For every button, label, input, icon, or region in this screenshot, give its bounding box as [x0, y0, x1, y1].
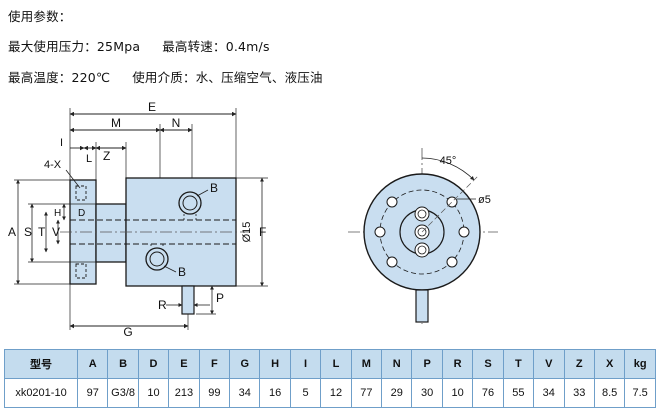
col-header: V: [533, 349, 565, 379]
dim-M-label: M: [111, 116, 121, 130]
params-heading: 使用参数：: [8, 9, 72, 24]
table-cell: 10: [441, 378, 474, 408]
dim-T-label: T: [38, 225, 46, 239]
neck: [95, 203, 127, 263]
table-cell: G3/8: [107, 378, 139, 408]
table-cell: 34: [533, 378, 565, 408]
hole-d5-label: ø5: [478, 194, 491, 206]
col-header: B: [107, 349, 139, 379]
table-cell: 76: [472, 378, 504, 408]
col-header: A: [76, 349, 109, 379]
table-row: xk0201-10 97 G3/8 10 213 99 34 16 5 12 7…: [4, 378, 656, 408]
dim-S-label: S: [24, 225, 32, 239]
table-cell: 34: [229, 378, 261, 408]
col-header: Z: [563, 349, 595, 379]
table-cell: 12: [320, 378, 352, 408]
dim-L-label: L: [86, 153, 92, 165]
port-top-inner: [182, 195, 198, 211]
port-B-bottom-label: B: [178, 265, 186, 279]
bolt-hole: [458, 226, 470, 238]
dim-F-label: F: [259, 225, 266, 239]
side-view: E M N I L Z 4-X H D A S: [8, 100, 268, 339]
media-text: 使用介质：水、压缩空气、液压油: [132, 70, 323, 85]
bolt-hole-top: [75, 185, 87, 201]
col-header: D: [137, 349, 170, 379]
table-header-row: 型号 A B D E F G H I L M N P R S T V Z X k…: [4, 349, 656, 379]
col-header: H: [259, 349, 291, 379]
angle-45-label: 45°: [440, 155, 457, 167]
table-cell: 30: [411, 378, 443, 408]
port-lower: [414, 242, 430, 258]
col-header: P: [411, 349, 443, 379]
col-header: I: [289, 349, 322, 379]
col-header: S: [472, 349, 504, 379]
max-temp-text: 最高温度：220℃: [8, 70, 111, 85]
dim-Z-label: Z: [103, 149, 110, 163]
col-header: E: [168, 349, 200, 379]
table-cell: 77: [350, 378, 383, 408]
table-cell: 99: [198, 378, 231, 408]
bottom-pipe: [181, 285, 195, 315]
params-row-1: 最大使用压力：25Mpa 最高转速：0.4m/s: [8, 36, 270, 55]
table-cell: 97: [76, 378, 109, 408]
col-header: X: [593, 349, 626, 379]
dim-4X-label: 4-X: [44, 159, 62, 171]
table-cell: 8.5: [593, 378, 626, 408]
dim-P-label: P: [216, 291, 224, 305]
params-row-2: 最高温度：220℃ 使用介质：水、压缩空气、液压油: [8, 67, 323, 86]
dim-E-label: E: [148, 100, 156, 114]
dim-d15-label: Ø15: [241, 222, 253, 243]
table-cell: 29: [381, 378, 413, 408]
dim-V-label: V: [52, 225, 60, 239]
dim-D-label: D: [78, 208, 85, 219]
table-cell: 5: [289, 378, 322, 408]
table-cell: xk0201-10: [4, 378, 78, 408]
port-top-outer: [178, 191, 202, 215]
bottom-pipe-front: [415, 289, 429, 323]
dim-G-label: G: [123, 325, 132, 339]
dim-N-label: N: [172, 116, 181, 130]
port-bottom-outer: [145, 247, 169, 271]
col-header: R: [441, 349, 474, 379]
table-cell: 213: [168, 378, 200, 408]
bolt-hole: [446, 256, 458, 268]
dim-I-label: I: [60, 137, 63, 149]
table-cell: 16: [259, 378, 291, 408]
col-header: N: [381, 349, 413, 379]
dim-A-label: A: [8, 225, 16, 239]
bolt-hole-bottom: [75, 263, 87, 279]
front-view: 45° ø5: [348, 148, 498, 324]
bolt-hole: [374, 226, 386, 238]
dim-H-label: H: [54, 208, 61, 219]
bolt-hole: [386, 196, 398, 208]
table-cell: 7.5: [624, 378, 656, 408]
technical-drawing: E M N I L Z 4-X H D A S: [8, 100, 498, 339]
table-cell: 10: [137, 378, 170, 408]
spec-table: 型号 A B D E F G H I L M N P R S T V Z X k…: [4, 349, 656, 408]
col-header: G: [229, 349, 261, 379]
col-header: L: [320, 349, 352, 379]
port-B-top-label: B: [210, 181, 218, 195]
col-header: 型号: [4, 349, 78, 379]
col-header: kg: [624, 349, 656, 379]
max-speed-text: 最高转速：0.4m/s: [162, 39, 270, 54]
table-cell: 33: [563, 378, 595, 408]
bolt-hole: [386, 256, 398, 268]
port-upper: [414, 206, 430, 222]
port-bottom-inner: [149, 251, 165, 267]
col-header: T: [502, 349, 535, 379]
col-header: M: [350, 349, 383, 379]
dim-R-label: R: [158, 298, 167, 312]
table-cell: 55: [502, 378, 535, 408]
col-header: F: [198, 349, 231, 379]
max-pressure-text: 最大使用压力：25Mpa: [8, 39, 141, 54]
